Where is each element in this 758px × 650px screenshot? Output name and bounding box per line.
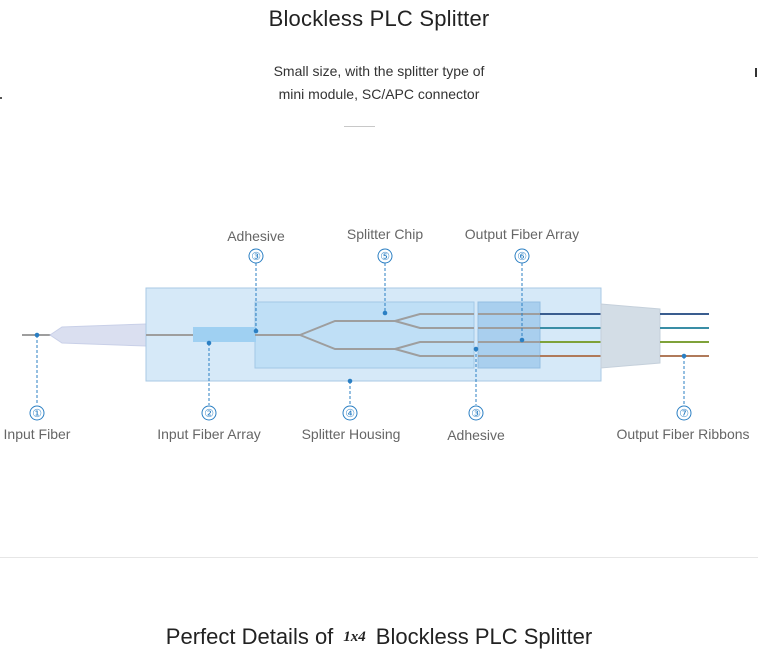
label-output-fiber-array: Output Fiber Array — [465, 226, 579, 242]
callout-marker-input-fiber-array — [201, 405, 217, 421]
waveguide-split-2b — [394, 341, 474, 357]
subtitle-line-1: Small size, with the splitter type of — [273, 63, 485, 79]
title-underline — [344, 126, 375, 127]
page-title: Blockless PLC Splitter — [268, 6, 490, 31]
details-title-ratio: 1x4 — [343, 629, 366, 645]
label-input-fiber-array: Input Fiber Array — [157, 426, 261, 442]
colored-output-fibers — [540, 313, 601, 357]
callout-number-input-fiber: ① — [32, 407, 42, 420]
output-boot — [600, 303, 661, 369]
input-taper — [49, 323, 147, 347]
subtitle: Small size, with the splitter type of mi… — [0, 60, 758, 106]
callout-marker-adhesive-top — [248, 248, 264, 264]
callout-marker-splitter-housing — [342, 405, 358, 421]
details-title-suffix: Blockless PLC Splitter — [375, 624, 593, 649]
callout-number-output-fiber-array: ⑥ — [517, 250, 527, 263]
waveguide-split-1 — [299, 320, 395, 350]
callout-marker-output-fiber-array — [514, 248, 530, 264]
section-divider — [0, 557, 758, 558]
edge-mark-right — [755, 68, 757, 77]
output-array-fibers — [478, 313, 540, 357]
label-output-fiber-ribbons: Output Fiber Ribbons — [616, 426, 749, 442]
callout-marker-output-fiber-ribbons — [676, 405, 692, 421]
callout-anchors — [34, 310, 687, 384]
callout-marker-splitter-chip — [377, 248, 393, 264]
callout-numbers: ① ② ③ ④ ⑤ ③ ⑥ ⑦ — [29, 248, 692, 421]
callout-number-output-fiber-ribbons: ⑦ — [679, 407, 689, 420]
label-splitter-housing: Splitter Housing — [302, 426, 401, 442]
details-title: Perfect Details of 1x4 Blockless PLC Split… — [0, 624, 758, 650]
output-fiber-array-body — [477, 301, 541, 369]
input-fiber-array-body — [193, 327, 256, 342]
callout-number-adhesive-bottom: ③ — [471, 407, 481, 420]
callout-number-input-fiber-array: ② — [204, 407, 214, 420]
label-splitter-chip: Splitter Chip — [347, 226, 423, 242]
output-fiber-ribbons-lines — [660, 313, 709, 357]
edge-mark-left — [0, 97, 2, 99]
callout-number-splitter-housing: ④ — [345, 407, 355, 420]
label-adhesive-bottom: Adhesive — [447, 427, 505, 443]
details-title-prefix: Perfect Details of — [165, 624, 334, 649]
callout-marker-adhesive-bottom — [468, 405, 484, 421]
callout-leaders — [36, 263, 685, 405]
callout-number-adhesive-top: ③ — [251, 250, 261, 263]
waveguide-split-2a — [394, 313, 474, 329]
callout-number-splitter-chip: ⑤ — [380, 250, 390, 263]
callout-marker-input-fiber — [29, 405, 45, 421]
subtitle-line-2: mini module, SC/APC connector — [278, 86, 480, 102]
label-input-fiber: Input Fiber — [4, 426, 71, 442]
plc-splitter-diagram: ① ② ③ ④ ⑤ ③ ⑥ ⑦ Input Fiber Input Fiber … — [4, 226, 750, 443]
label-adhesive-top: Adhesive — [227, 228, 285, 244]
